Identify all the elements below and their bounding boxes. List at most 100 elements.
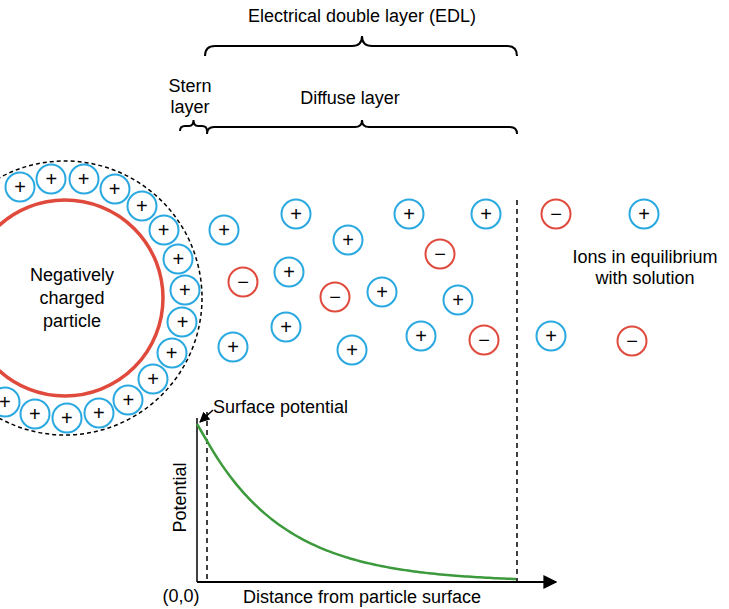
ion-outline: [321, 283, 350, 312]
ion-charge: +: [545, 326, 557, 346]
ion-charge: +: [218, 220, 230, 240]
ion-circle: +: [4, 171, 36, 203]
ion-circle: +: [393, 198, 425, 230]
solution-label: Ions in equilibrium with solution: [565, 247, 725, 289]
ion-circle: +: [273, 256, 305, 288]
edl-title: Electrical double layer (EDL): [248, 6, 476, 27]
ion-outline: [149, 215, 178, 244]
ion-circle: +: [336, 334, 368, 366]
ion-charge: +: [290, 204, 302, 224]
ion-charge: +: [109, 179, 121, 199]
ion-charge: +: [452, 290, 464, 310]
ion-circle: +: [270, 311, 302, 343]
ion-circle: +: [35, 163, 67, 195]
ion-circle: +: [280, 198, 312, 230]
ion-charge: −: [478, 330, 490, 350]
ion-charge: +: [14, 177, 26, 197]
ion-outline: [275, 258, 304, 287]
diffuse-brace: [207, 120, 517, 134]
ion-circle: −: [424, 238, 456, 270]
ion-circle: +: [148, 214, 180, 246]
ion-charge: +: [147, 369, 159, 389]
ion-charge: +: [342, 230, 354, 250]
ion-outline: [168, 308, 197, 337]
ion-charge: +: [403, 204, 415, 224]
stern-divider: [206, 412, 208, 582]
edl-brace: [205, 36, 517, 56]
ion-outline: [630, 200, 659, 229]
ion-circle: +: [628, 198, 660, 230]
ion-circle: +: [162, 243, 194, 275]
edl-divider: [516, 200, 518, 582]
ion-circle: +: [156, 337, 188, 369]
ion-outline: [229, 268, 258, 297]
ion-outline: [139, 365, 168, 394]
ion-charge: +: [280, 317, 292, 337]
ion-charge: +: [29, 404, 41, 424]
ion-outline: [127, 191, 156, 220]
ion-circle: +: [19, 398, 51, 430]
ion-circle: +: [217, 331, 249, 363]
ion-outline: [272, 313, 301, 342]
ion-circle: +: [51, 402, 83, 434]
ion-circle: +: [0, 386, 21, 418]
ion-outline: [395, 200, 424, 229]
ion-circle: −: [227, 266, 259, 298]
ion-outline: [537, 322, 566, 351]
ion-charge: +: [46, 169, 58, 189]
callout-label: Surface potential: [213, 397, 348, 418]
ion-charge: +: [283, 262, 295, 282]
ion-circle: +: [83, 397, 115, 429]
ion-outline: [338, 336, 367, 365]
ion-charge: +: [376, 282, 388, 302]
ion-charge: +: [93, 403, 105, 423]
ion-outline: [472, 200, 501, 229]
ion-charge: +: [61, 408, 73, 428]
y-axis: [196, 418, 198, 582]
ion-charge: +: [136, 196, 148, 216]
ion-circle: +: [535, 320, 567, 352]
ion-outline: [334, 226, 363, 255]
ion-circle: +: [405, 320, 437, 352]
ion-outline: [470, 326, 499, 355]
stern-boundary: [0, 161, 202, 435]
ion-circle: −: [616, 325, 648, 357]
ion-circle: +: [166, 306, 198, 338]
ion-charge: +: [177, 312, 189, 332]
ion-circle: +: [208, 214, 240, 246]
ion-outline: [20, 400, 49, 429]
potential-curve: [197, 424, 516, 579]
ion-outline: [542, 200, 571, 229]
ion-outline: [210, 216, 239, 245]
ion-outline: [282, 200, 311, 229]
ion-outline: [52, 403, 81, 432]
ion-charge: −: [237, 272, 249, 292]
ion-outline: [618, 327, 647, 356]
ion-charge: +: [638, 204, 650, 224]
axis-label: Distance from particle surface: [243, 587, 481, 608]
ion-circle: +: [68, 163, 100, 195]
ion-charge: +: [227, 337, 239, 357]
ion-charge: −: [550, 204, 562, 224]
layer-label: Diffuse layer: [300, 88, 400, 109]
ion-charge: +: [480, 204, 492, 224]
ion-charge: −: [626, 331, 638, 351]
ion-charge: +: [0, 392, 11, 412]
particle-circle: Negatively charged particle: [0, 198, 165, 398]
ion-outline: [157, 338, 186, 367]
ion-outline: [164, 244, 193, 273]
leader-line: [200, 410, 213, 422]
ion-charge: +: [179, 280, 191, 300]
ion-circle: +: [112, 384, 144, 416]
ion-charge: −: [434, 244, 446, 264]
origin-label: (0,0): [162, 586, 199, 607]
ion-charge: +: [122, 390, 134, 410]
axis-label: Potential: [170, 462, 191, 532]
ion-outline: [114, 385, 143, 414]
ion-circle: +: [442, 284, 474, 316]
ion-charge: +: [172, 249, 184, 269]
ion-charge: +: [158, 220, 170, 240]
ion-charge: −: [329, 287, 341, 307]
ion-outline: [37, 164, 66, 193]
